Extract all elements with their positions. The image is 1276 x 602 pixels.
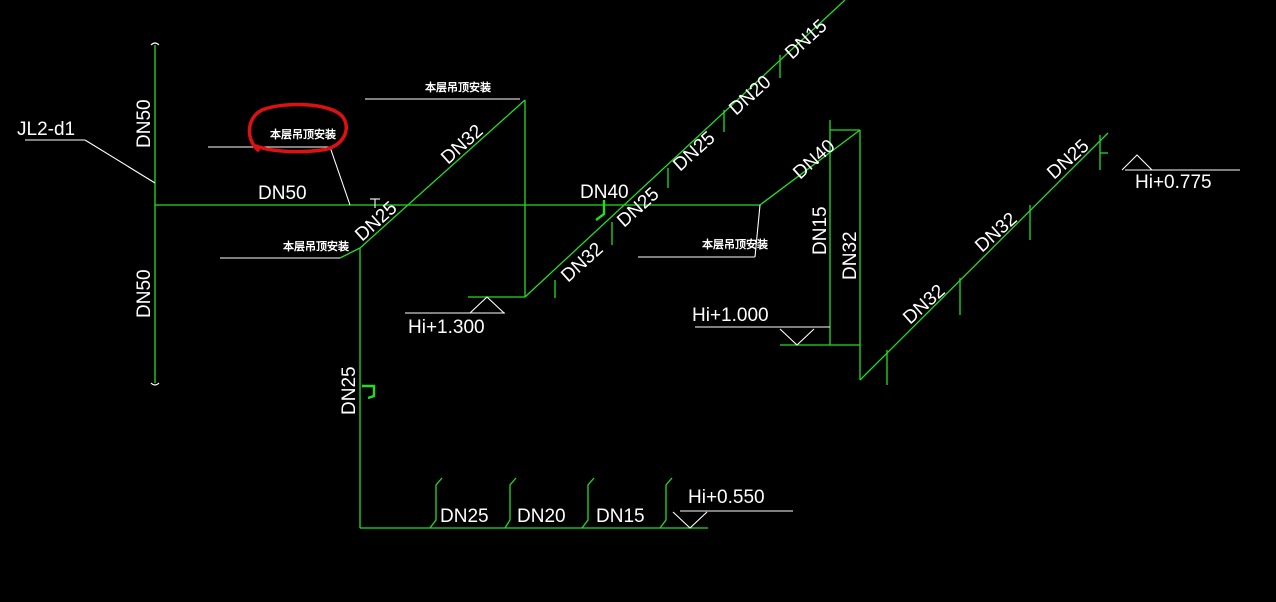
elevation-label-0775: Hi+0.775: [1135, 172, 1212, 193]
elevation-triangle-0775: [1121, 154, 1153, 171]
label-dn25-down-pipe: DN25: [339, 366, 360, 415]
long-diagonal-branch: [524, 0, 846, 298]
label-dn20-long-diagonal: DN20: [725, 72, 775, 120]
riser-break-bottom: [150, 382, 160, 386]
bottom-fixture-stub-2: [504, 477, 517, 529]
elevation-label-0550: Hi+0.550: [688, 487, 765, 508]
label-dn20-bottom: DN20: [517, 506, 566, 527]
note-ceiling-install-circled: 本层吊顶安装: [270, 127, 336, 141]
valve-hook-dn40: [595, 200, 606, 221]
riser-id-label: JL2-d1: [17, 119, 75, 140]
note-ceiling-install-upper: 本层吊顶安装: [425, 80, 491, 94]
label-dn15-bottom: DN15: [596, 506, 645, 527]
dn40-diagonal-pipe: [759, 129, 861, 206]
label-dn15-long-diagonal: DN15: [781, 16, 831, 64]
label-dn50-horizontal: DN50: [258, 183, 307, 204]
label-dn32-right-diagonal-1: DN32: [899, 281, 949, 329]
label-dn50-riser-upper: DN50: [134, 99, 155, 148]
label-dn25-bottom: DN25: [440, 506, 489, 527]
label-dn40-horizontal: DN40: [580, 182, 629, 203]
highlight-circle: [247, 102, 348, 154]
pipe-network: [154, 0, 1109, 529]
label-dn32-diagonal-upper: DN32: [437, 121, 487, 169]
label-dn32-long-diagonal: DN32: [557, 239, 607, 287]
riser-break-top: [150, 42, 160, 46]
note-ceiling-install-right: 本层吊顶安装: [702, 237, 768, 251]
annotation-lines: [25, 42, 1240, 529]
bottom-fixture-stub-4: [659, 477, 673, 529]
label-dn15-vertical: DN15: [810, 206, 831, 255]
label-dn32-right-diagonal-2: DN32: [971, 209, 1021, 257]
diagonal-0775-branch: [859, 132, 1109, 381]
note-ceiling-install-left: 本层吊顶安装: [283, 239, 349, 253]
valve-hook-dn25: [362, 384, 376, 400]
label-dn40-riser-branch: DN40: [789, 136, 839, 184]
riser-id-leader-diagonal: [84, 139, 156, 184]
elevation-triangle-1300: [469, 296, 505, 314]
diagonal-pipe-dn32: [359, 99, 526, 249]
bottom-fixture-stub-1: [429, 477, 443, 529]
label-dn32-vertical: DN32: [840, 231, 861, 280]
label-dn25-right-diagonal: DN25: [1043, 136, 1093, 184]
elevation-label-1300: Hi+1.300: [408, 317, 485, 338]
elevation-label-1000: Hi+1.000: [692, 305, 769, 326]
elevation-triangle-0550: [672, 511, 708, 529]
note-leader-circled-diagonal: [329, 146, 351, 206]
label-dn50-riser-lower: DN50: [134, 269, 155, 318]
note-leader-right-up: [754, 204, 761, 258]
label-dn25-long-diagonal-2: DN25: [669, 128, 719, 176]
diagonal-lower-stub: [339, 247, 361, 259]
elevation-triangle-1000: [779, 328, 815, 346]
bottom-fixture-stub-3: [581, 477, 595, 529]
